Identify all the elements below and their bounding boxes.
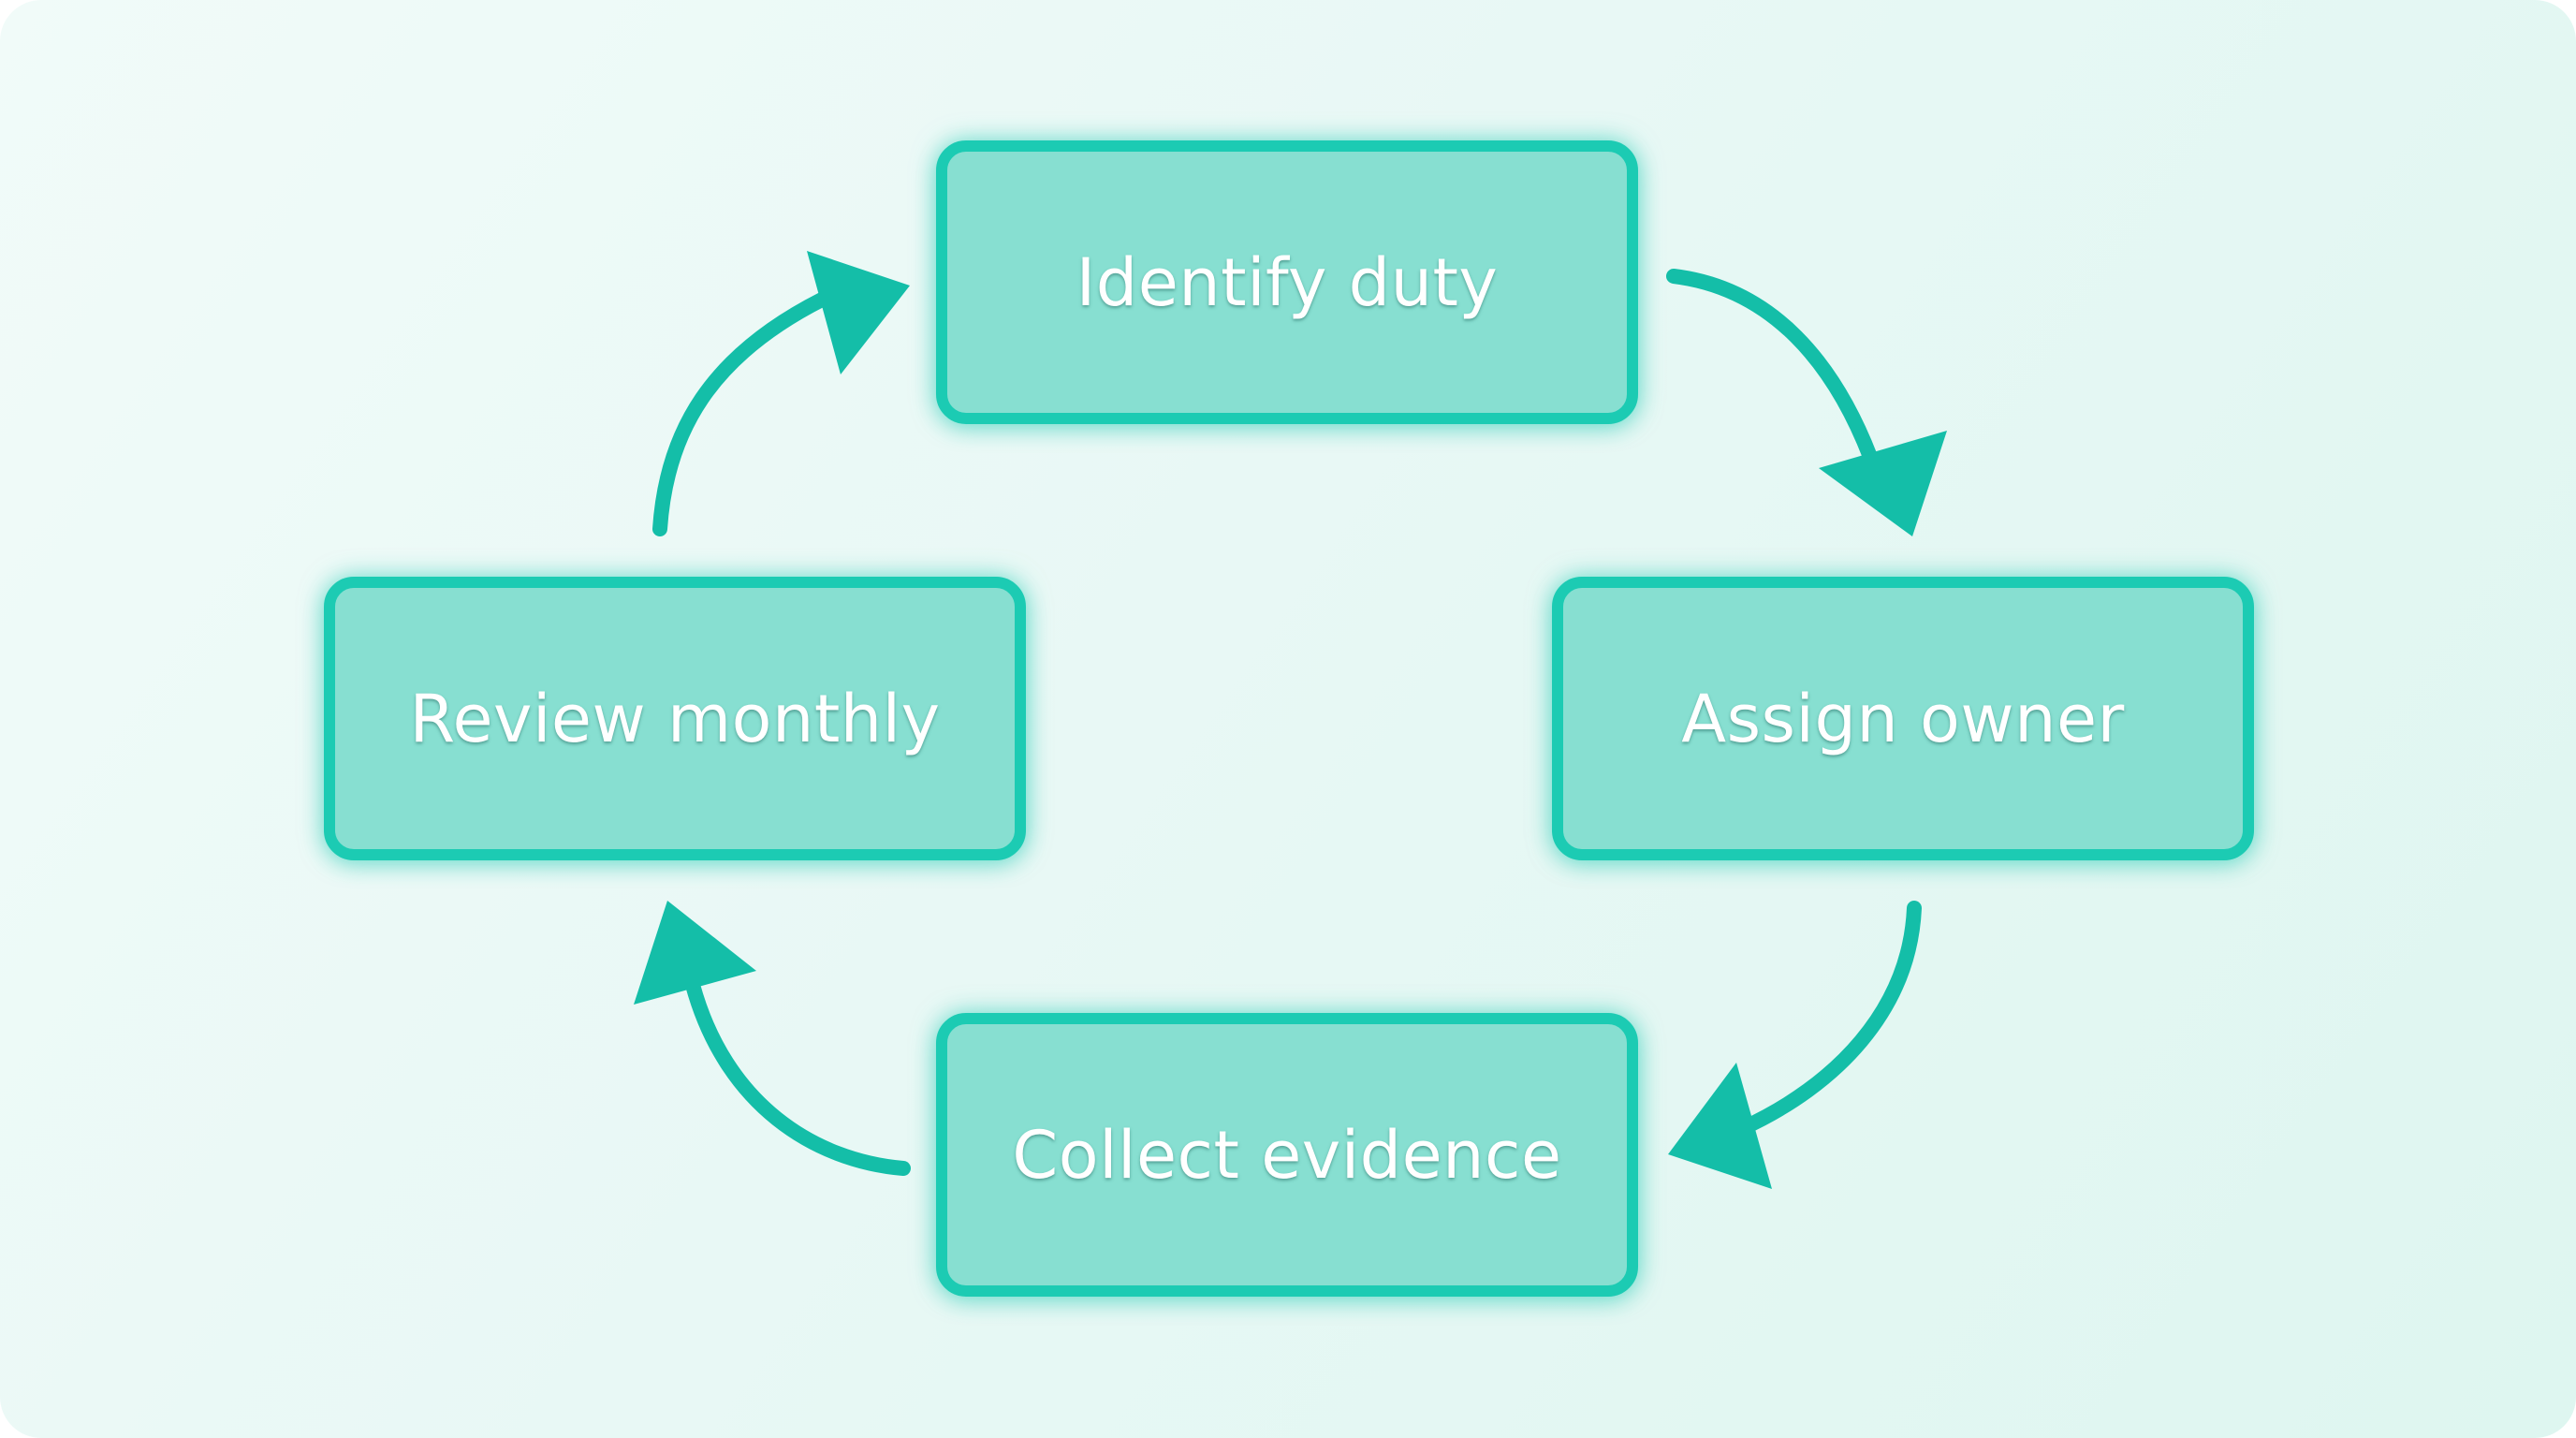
- step-assign-owner: Assign owner: [1552, 577, 2254, 860]
- step-label: Identify duty: [1076, 243, 1499, 321]
- arrow-identify-to-assign: [1666, 269, 1947, 536]
- arrow-collect-to-review: [634, 901, 911, 1176]
- step-collect-evidence: Collect evidence: [936, 1013, 1638, 1297]
- step-label: Assign owner: [1681, 680, 2125, 757]
- arrow-assign-to-collect: [1668, 901, 1922, 1189]
- step-label: Review monthly: [409, 680, 941, 757]
- step-label: Collect evidence: [1012, 1116, 1562, 1194]
- step-review-monthly: Review monthly: [324, 577, 1026, 860]
- arrow-review-to-identify: [652, 251, 910, 536]
- step-identify-duty: Identify duty: [936, 140, 1638, 424]
